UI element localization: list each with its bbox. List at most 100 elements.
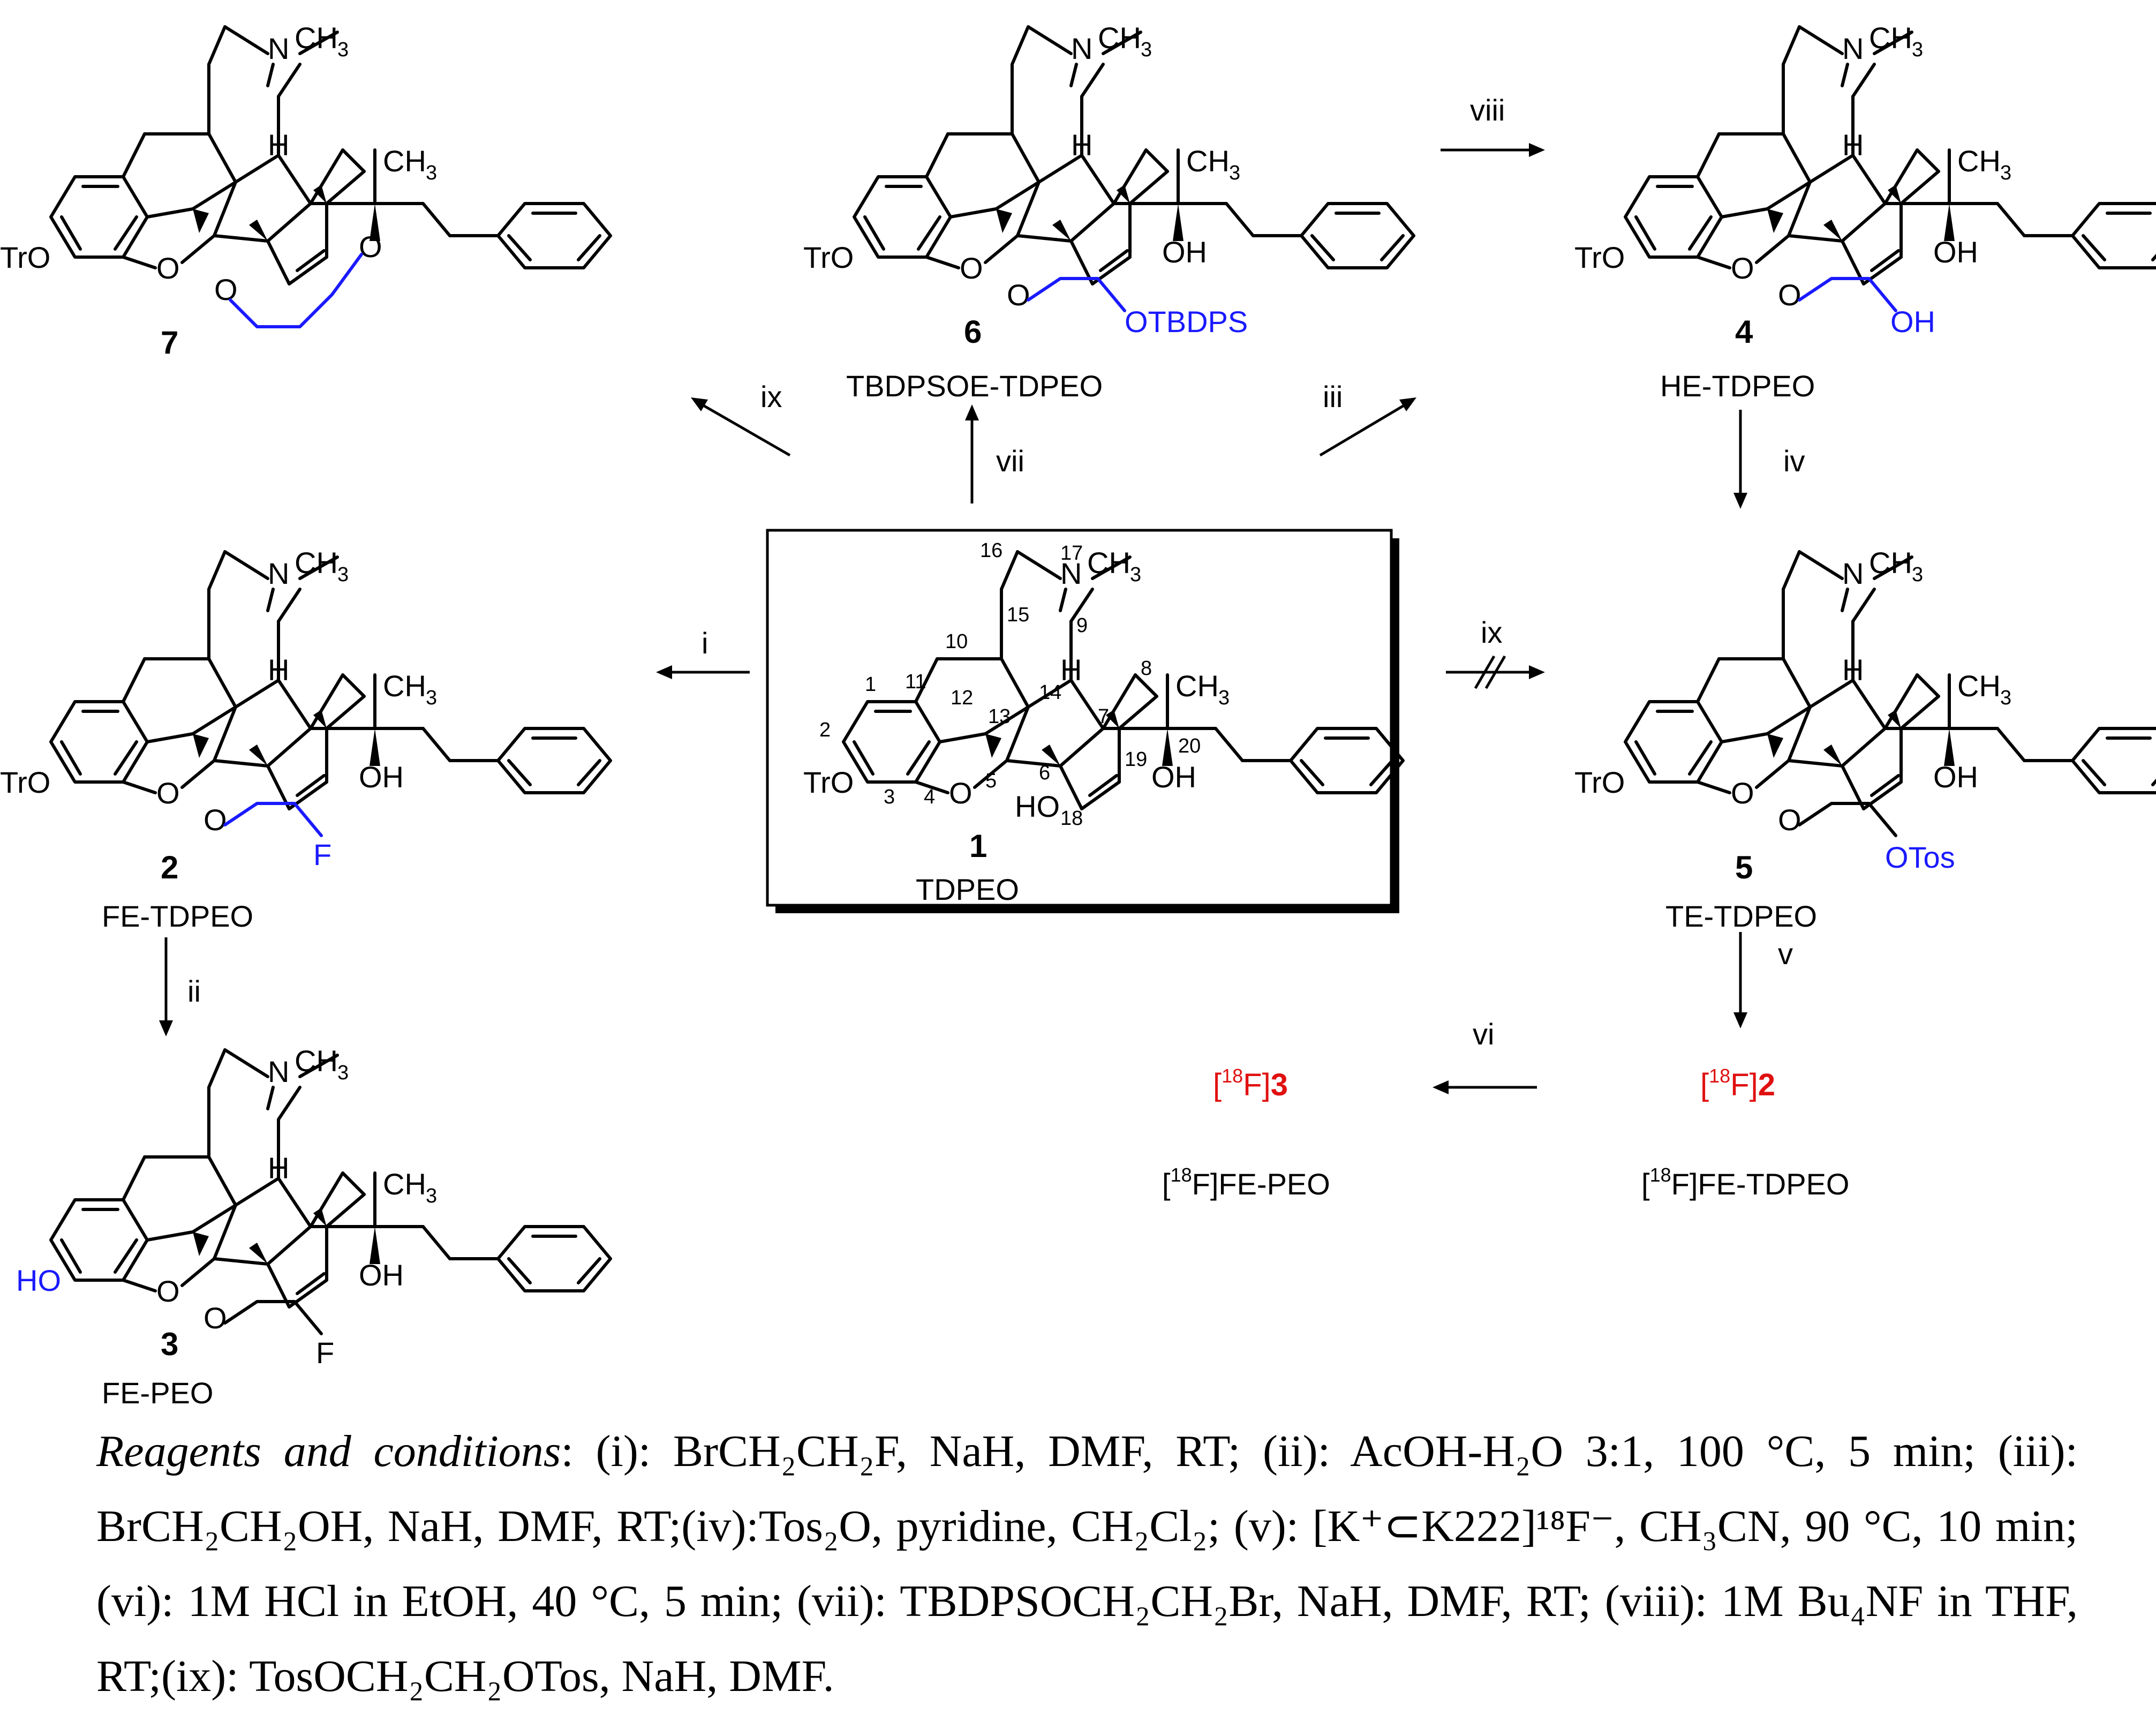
svg-text:iv: iv — [1783, 444, 1805, 478]
svg-text:viii: viii — [1470, 93, 1505, 127]
arrow-ix-blocked: ix — [1446, 615, 1545, 689]
svg-text:OH: OH — [1151, 760, 1196, 794]
svg-text:CH: CH — [1186, 144, 1230, 178]
svg-text:H: H — [1842, 128, 1864, 162]
svg-text:3: 3 — [1218, 687, 1230, 709]
svg-text:CH: CH — [1957, 144, 2001, 178]
svg-text:TE-TDPEO: TE-TDPEO — [1665, 899, 1817, 933]
arrow-vii: vii — [965, 404, 1024, 503]
arrow-iii: iii — [1319, 380, 1416, 457]
svg-text:TrO: TrO — [803, 765, 854, 799]
svg-text:3: 3 — [2000, 687, 2011, 709]
compound-7-structure: N CH 3 H CH 3 TrO O O O 7 — [0, 21, 610, 360]
svg-text:3: 3 — [426, 162, 437, 184]
svg-text:3: 3 — [337, 39, 349, 61]
radiolabeled-3: [18F]3 [18F]FE-PEO — [1162, 1065, 1330, 1201]
svg-text:[18F]2: [18F]2 — [1700, 1065, 1775, 1102]
svg-text:O: O — [1731, 251, 1754, 285]
svg-text:CH: CH — [1869, 546, 1912, 580]
svg-text:H: H — [268, 1151, 289, 1185]
svg-text:O: O — [203, 1301, 227, 1335]
arrow-i: i — [656, 626, 750, 679]
svg-text:3: 3 — [1912, 563, 1923, 586]
radiolabeled-2: [18F]2 [18F]FE-TDPEO — [1641, 1065, 1850, 1201]
svg-text:TrO: TrO — [0, 765, 50, 799]
svg-text:OH: OH — [1162, 235, 1207, 269]
svg-text:CH: CH — [383, 144, 426, 178]
svg-text:TrO: TrO — [803, 240, 854, 274]
compound-2-structure: N CH 3 H CH 3 TrO O OH O F 2 FE-TDPEO — [0, 546, 610, 933]
svg-text:F: F — [316, 1336, 334, 1370]
svg-text:19: 19 — [1125, 748, 1147, 771]
svg-text:3: 3 — [337, 563, 349, 586]
svg-text:vi: vi — [1473, 1017, 1494, 1051]
footnote-lead: Reagents and conditions — [96, 1426, 561, 1476]
svg-text:20: 20 — [1178, 735, 1201, 757]
svg-text:CH: CH — [1175, 669, 1219, 703]
svg-text:[18F]FE-TDPEO: [18F]FE-TDPEO — [1641, 1164, 1850, 1201]
svg-text:H: H — [268, 128, 289, 162]
svg-text:vii: vii — [996, 444, 1024, 478]
svg-text:3: 3 — [2000, 162, 2011, 184]
svg-text:11: 11 — [905, 671, 926, 693]
svg-text:O: O — [214, 273, 238, 306]
svg-text:15: 15 — [1007, 604, 1029, 626]
compound-6-structure: N CH 3 H CH 3 TrO O OH O OTBDPS 6 TBDPSO… — [803, 21, 1414, 403]
svg-text:[18F]FE-PEO: [18F]FE-PEO — [1162, 1164, 1330, 1201]
svg-text:3: 3 — [1130, 563, 1141, 586]
svg-text:O: O — [203, 803, 227, 837]
svg-text:CH: CH — [1098, 21, 1141, 55]
svg-text:4: 4 — [924, 786, 935, 808]
svg-text:16: 16 — [980, 539, 1002, 562]
svg-text:TBDPSOE-TDPEO: TBDPSOE-TDPEO — [846, 369, 1103, 403]
arrow-ii: ii — [159, 937, 201, 1036]
svg-text:14: 14 — [1039, 681, 1061, 704]
svg-text:HO: HO — [1015, 790, 1060, 823]
svg-text:CH: CH — [383, 1167, 426, 1201]
svg-text:CH: CH — [295, 1044, 338, 1078]
svg-text:H: H — [1071, 128, 1092, 162]
svg-text:TrO: TrO — [1574, 240, 1625, 274]
reaction-scheme: N CH 3 H CH 3 TrO O O O 7 N CH 3 H CH 3 … — [0, 21, 2156, 1410]
svg-text:TrO: TrO — [1574, 765, 1625, 799]
svg-text:HO: HO — [16, 1264, 61, 1297]
svg-text:4: 4 — [1735, 314, 1753, 350]
compound-1-box — [766, 529, 1399, 913]
svg-text:H: H — [1842, 653, 1864, 687]
svg-text:FE-TDPEO: FE-TDPEO — [102, 899, 253, 933]
svg-text:CH: CH — [1957, 669, 2001, 703]
reagents-footnote: Reagents and conditions: (i): BrCH₂CH₂F,… — [96, 1414, 2078, 1714]
compound-1-structure: N CH 3 H CH 3 TrO O HO OH 1 2 3 4 5 6 7 … — [803, 539, 1403, 906]
svg-text:ix: ix — [760, 380, 782, 414]
svg-text:N: N — [1842, 557, 1864, 590]
svg-text:OH: OH — [359, 1258, 404, 1292]
svg-text:N: N — [1842, 32, 1864, 65]
svg-text:TrO: TrO — [0, 240, 50, 274]
svg-text:H: H — [1060, 653, 1082, 687]
arrow-v: v — [1733, 932, 1793, 1028]
svg-text:ix: ix — [1481, 615, 1502, 649]
svg-text:i: i — [702, 626, 708, 660]
svg-text:OTos: OTos — [1885, 840, 1955, 874]
svg-text:CH: CH — [1869, 21, 1912, 55]
svg-text:3: 3 — [426, 687, 437, 709]
svg-text:HE-TDPEO: HE-TDPEO — [1660, 369, 1815, 403]
svg-text:8: 8 — [1141, 657, 1152, 680]
svg-text:13: 13 — [988, 705, 1011, 728]
svg-text:O: O — [156, 776, 180, 810]
svg-text:OH: OH — [1933, 760, 1978, 794]
svg-text:N: N — [268, 557, 289, 590]
svg-text:N: N — [1060, 557, 1082, 590]
svg-text:2: 2 — [819, 719, 831, 741]
svg-text:3: 3 — [1229, 162, 1240, 184]
svg-text:F: F — [313, 838, 331, 871]
svg-text:1: 1 — [969, 828, 987, 864]
svg-text:6: 6 — [1039, 762, 1050, 784]
svg-text:O: O — [359, 230, 382, 264]
svg-text:OTBDPS: OTBDPS — [1125, 305, 1248, 339]
arrow-vi: vi — [1433, 1017, 1537, 1094]
svg-text:ii: ii — [187, 974, 201, 1008]
svg-text:O: O — [156, 251, 180, 285]
svg-text:10: 10 — [945, 630, 968, 653]
svg-text:O: O — [1778, 278, 1801, 312]
